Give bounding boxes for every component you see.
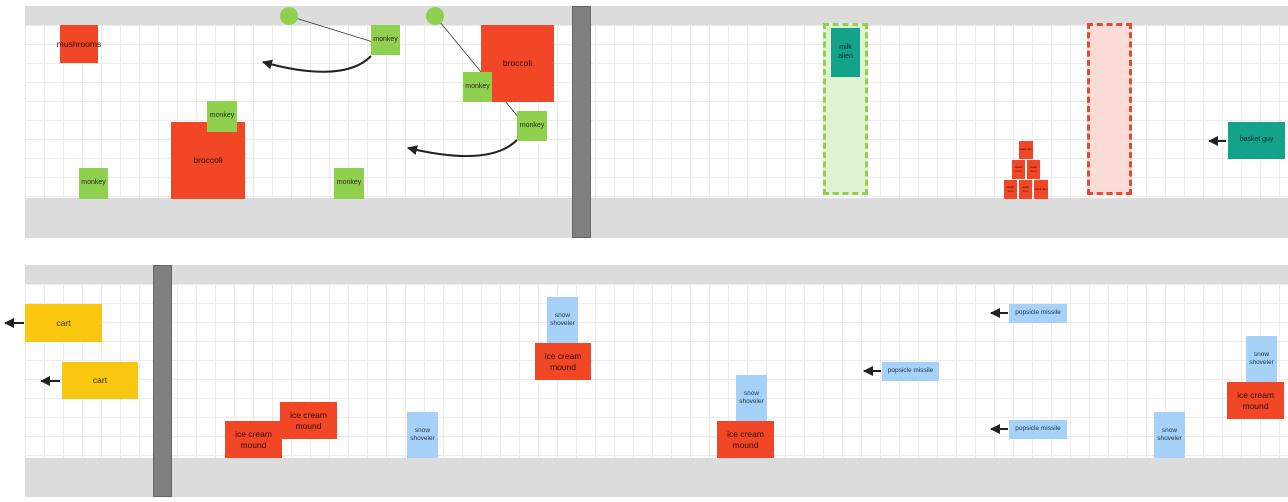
- monkey-block: monkey: [517, 111, 547, 141]
- milk-alien-zone: [823, 23, 868, 195]
- target-zone: [1087, 23, 1132, 195]
- basket-guy-block: basket guy: [1228, 122, 1285, 159]
- snow-shoveler-block: snow shoveler: [1246, 336, 1277, 382]
- snow-shoveler-block: snow shoveler: [547, 297, 578, 343]
- popsicle-missile-block: popsicle missile: [882, 362, 939, 381]
- stack-item: stack item: [1027, 160, 1040, 179]
- cart-block: cart: [25, 304, 102, 342]
- monkey-block: monkey: [79, 168, 108, 199]
- board-level-2: cart cart ice cream mound ice cream moun…: [4, 265, 1288, 497]
- stack-item: stack item: [1034, 180, 1048, 199]
- snow-shoveler-block: snow shoveler: [1154, 412, 1185, 458]
- divider-wall: [153, 265, 172, 497]
- ground-strip: [25, 458, 1288, 497]
- arrows-layer: [4, 308, 1008, 434]
- milk-alien-block: milk alien: [831, 28, 860, 77]
- popsicle-missile-block: popsicle missile: [1009, 304, 1067, 323]
- mushrooms-block: mushrooms: [57, 25, 101, 63]
- broccoli-block: broccoli: [481, 25, 554, 102]
- stack-item: stack item: [1012, 160, 1025, 179]
- throw-arrow-1: [262, 55, 372, 73]
- ground-strip: [25, 198, 1288, 238]
- popsicle-missile-block: popsicle missile: [1009, 420, 1067, 439]
- ice-cream-mound-block: ice cream mound: [280, 402, 337, 439]
- tether-line-1: [288, 15, 374, 43]
- broccoli-block: broccoli: [171, 122, 245, 199]
- monkey-block: monkey: [371, 25, 400, 55]
- throw-arrow-2: [407, 139, 518, 158]
- divider-wall: [572, 6, 591, 238]
- stack-item: stack item: [1004, 180, 1017, 199]
- ceiling-strip: [25, 265, 1288, 284]
- green-anchor-dot: [280, 7, 298, 25]
- monkey-block: monkey: [463, 72, 492, 102]
- monkey-block: monkey: [334, 168, 364, 199]
- snow-shoveler-block: snow shoveler: [736, 375, 767, 421]
- ceiling-strip: [25, 6, 1288, 25]
- stack-item: stack item: [1019, 141, 1033, 159]
- monkey-block: monkey: [207, 101, 237, 132]
- snow-shoveler-block: snow shoveler: [407, 412, 438, 458]
- ice-cream-mound-block: ice cream mound: [535, 343, 591, 380]
- ice-cream-mound-block: ice cream mound: [717, 421, 774, 458]
- stack-item: stack item: [1019, 180, 1032, 199]
- ice-cream-mound-block: ice cream mound: [1227, 382, 1284, 419]
- board-level-1: mushrooms broccoli broccoli monkey monke…: [25, 6, 1288, 238]
- green-anchor-dot: [426, 7, 444, 25]
- connectors-layer: [262, 15, 1226, 158]
- ice-cream-mound-block: ice cream mound: [225, 421, 282, 458]
- cart-block: cart: [62, 362, 138, 399]
